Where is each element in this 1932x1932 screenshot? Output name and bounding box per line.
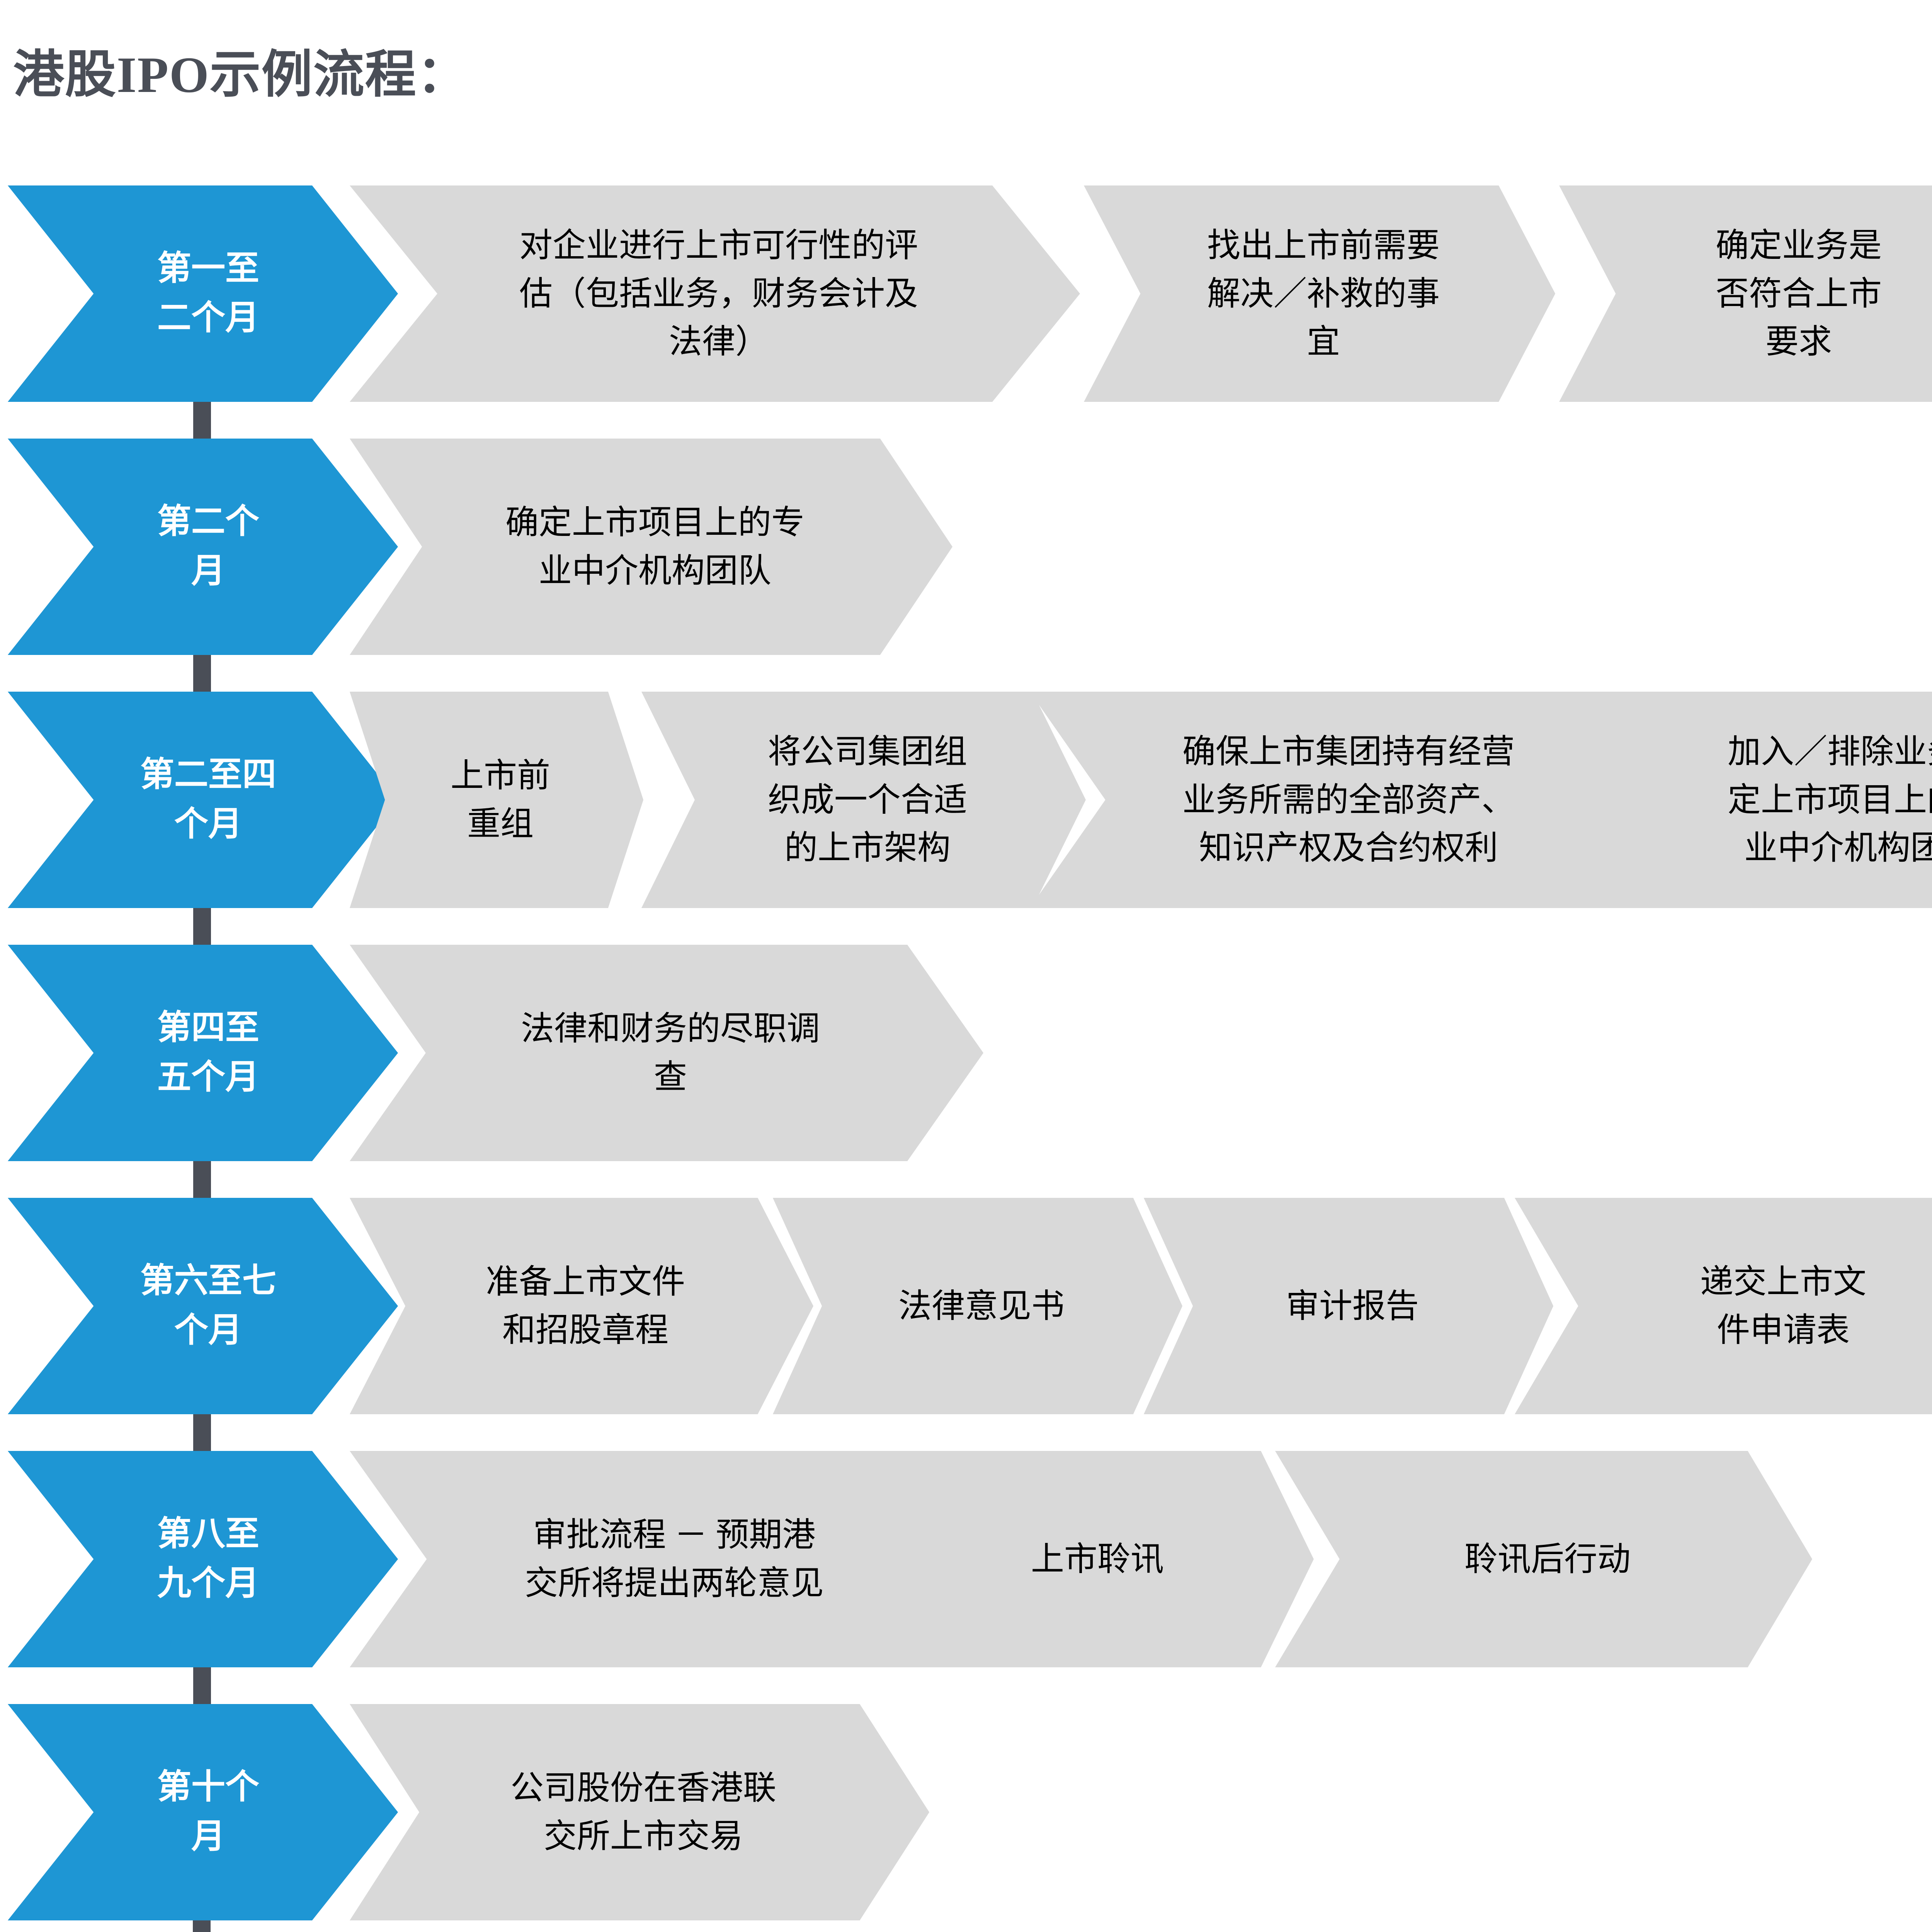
stage-label: 第二个 月 <box>157 503 259 590</box>
stage-connector-5 <box>193 1414 211 1451</box>
step-chevron-3-2[interactable]: 将公司集团组 织成一个合适 的上市架构 <box>641 692 1086 908</box>
stage-label: 第二至四 个月 <box>140 756 276 843</box>
step-label: 准备上市文件 和招股章程 <box>486 1263 685 1349</box>
stage-label: 第一至 二个月 <box>157 250 259 337</box>
step-chevron-5-4[interactable]: 递交上市文 件申请表 <box>1515 1198 1932 1414</box>
page-title: 港股IPO示例流程： <box>13 46 469 103</box>
step-label: 上市聆讯 <box>1031 1540 1164 1578</box>
step-label: 加入／排除业务确 定上市项目上的专 业中介机构团队 <box>1728 733 1932 867</box>
stage-connector-3 <box>193 908 211 945</box>
flow-row-6: 第八至 九个月 审批流程 － 预期港 交所将提出两轮意见 上市聆讯 聆讯后行动 <box>0 1451 1932 1667</box>
step-label: 确保上市集团持有经营 业务所需的全部资产、 知识产权及合约权利 <box>1182 733 1515 867</box>
stage-chevron-7[interactable]: 第十个 月 <box>8 1704 398 1920</box>
stage-chevron-5[interactable]: 第六至七 个月 <box>8 1198 398 1414</box>
stage-label: 第十个 月 <box>157 1769 259 1855</box>
stage-label: 第四至 五个月 <box>157 1009 259 1096</box>
step-chevron-5-3[interactable]: 审计报告 <box>1144 1198 1553 1414</box>
step-chevron-3-4[interactable]: 加入／排除业务确 定上市项目上的专 业中介机构团队 <box>1573 692 1932 908</box>
step-label: 确定上市项目上的专 业中介机构团队 <box>505 504 804 589</box>
stage-chevron-6[interactable]: 第八至 九个月 <box>8 1451 398 1667</box>
step-chevron-3-1[interactable]: 上市前 重组 <box>350 692 643 908</box>
stage-chevron-3[interactable]: 第二至四 个月 <box>8 692 398 908</box>
step-label: 审计报告 <box>1286 1287 1419 1325</box>
step-label: 聆讯后行动 <box>1464 1540 1631 1578</box>
flow-row-4: 第四至 五个月 法律和财务的尽职调 查 <box>0 945 1932 1161</box>
stage-connector-6 <box>193 1667 211 1704</box>
flow-row-5: 第六至七 个月 准备上市文件 和招股章程 法律意见书 审计报告 递交上市文 件申请表 <box>0 1198 1932 1414</box>
step-chevron-4-1[interactable]: 法律和财务的尽职调 查 <box>350 945 983 1161</box>
step-label: 审批流程 － 预期港 交所将提出两轮意见 <box>525 1516 824 1602</box>
step-chevron-2-1[interactable]: 确定上市项目上的专 业中介机构团队 <box>350 439 952 655</box>
stage-chevron-2[interactable]: 第二个 月 <box>8 439 398 655</box>
step-chevron-1-3[interactable]: 确定业务是 否符合上市 要求 <box>1559 185 1932 402</box>
step-chevron-1-1[interactable]: 对企业进行上市可行性的评 估（包括业务，财务会计及 法律） <box>350 185 1080 402</box>
stage-connector-4 <box>193 1161 211 1198</box>
step-label: 将公司集团组 织成一个合适 的上市架构 <box>768 733 967 867</box>
stage-chevron-1[interactable]: 第一至 二个月 <box>8 185 398 402</box>
flow-row-1: 第一至 二个月 对企业进行上市可行性的评 估（包括业务，财务会计及 法律） 找出上市… <box>0 185 1932 402</box>
stage-connector-1 <box>193 402 211 439</box>
step-chevron-6-3[interactable]: 聆讯后行动 <box>1275 1451 1812 1667</box>
stage-chevron-4[interactable]: 第四至 五个月 <box>8 945 398 1161</box>
step-label: 确定业务是 否符合上市 要求 <box>1716 226 1882 361</box>
stage-label: 第八至 九个月 <box>157 1515 259 1602</box>
step-label: 对企业进行上市可行性的评 估（包括业务，财务会计及 法律） <box>519 226 918 361</box>
step-label: 公司股份在香港联 交所上市交易 <box>510 1769 776 1855</box>
flow-row-7: 第十个 月 公司股份在香港联 交所上市交易 <box>0 1704 1932 1920</box>
step-label: 法律意见书 <box>898 1287 1065 1325</box>
step-chevron-5-1[interactable]: 准备上市文件 和招股章程 <box>350 1198 813 1414</box>
step-chevron-3-3[interactable]: 确保上市集团持有经营 业务所需的全部资产、 知识产权及合约权利 <box>1030 692 1660 908</box>
stage-label: 第六至七 个月 <box>140 1262 276 1349</box>
step-chevron-7-1[interactable]: 公司股份在香港联 交所上市交易 <box>350 1704 929 1920</box>
step-chevron-5-2[interactable]: 法律意见书 <box>773 1198 1182 1414</box>
flow-row-3: 第二至四 个月 上市前 重组 将公司集团组 织成一个合适 的上市架构 确保上市集团持有… <box>0 692 1932 908</box>
step-chevron-1-2[interactable]: 找出上市前需要 解决／补救的事 宜 <box>1084 185 1555 402</box>
step-label: 递交上市文 件申请表 <box>1700 1263 1866 1349</box>
step-label: 上市前 重组 <box>451 757 550 842</box>
step-label: 找出上市前需要 解决／补救的事 宜 <box>1207 226 1440 361</box>
step-chevron-6-1[interactable]: 审批流程 － 预期港 交所将提出两轮意见 <box>350 1451 991 1667</box>
flow-row-2: 第二个 月 确定上市项目上的专 业中介机构团队 <box>0 439 1932 655</box>
stage-connector-2 <box>193 655 211 692</box>
step-label: 法律和财务的尽职调 查 <box>521 1010 820 1095</box>
